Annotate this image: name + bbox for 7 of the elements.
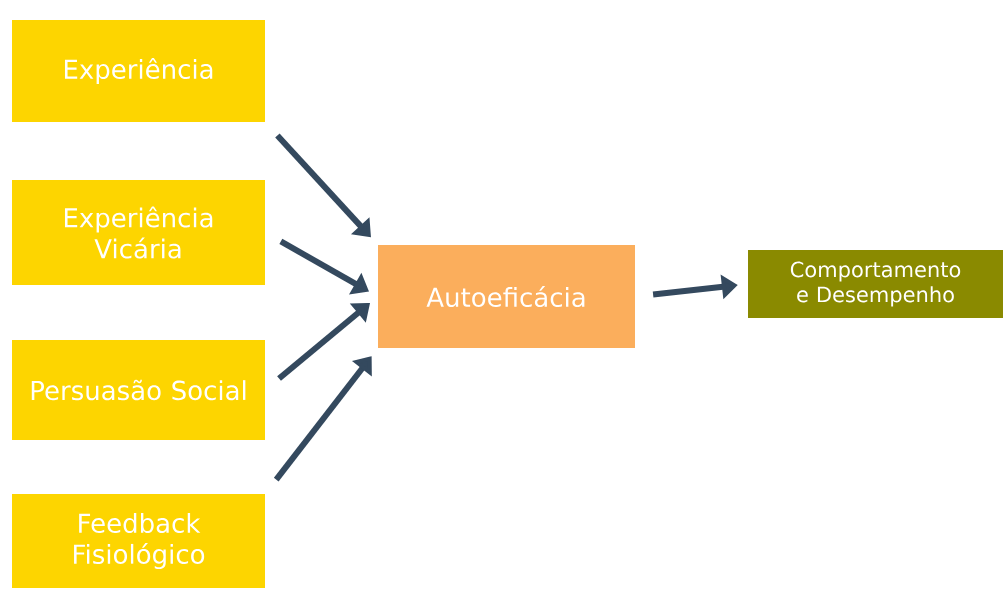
source-box: Feedback Fisiológico: [12, 494, 265, 588]
arrow: [273, 356, 372, 482]
source-box: Experiência: [12, 20, 265, 122]
process-box: Autoeficácia: [378, 245, 635, 348]
source-box: Experiência Vicária: [12, 180, 265, 285]
source-box: Persuasão Social: [12, 340, 265, 440]
outcome-box: Comportamento e Desempenho: [748, 250, 1003, 318]
